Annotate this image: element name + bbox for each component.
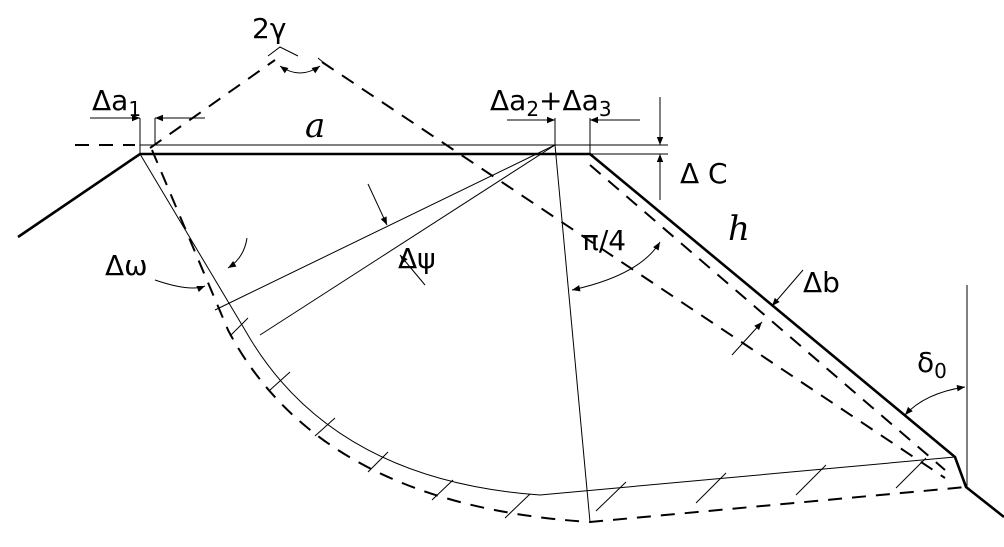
slope-parallel-dashed [589, 164, 946, 471]
radius-line-1 [214, 144, 556, 311]
gamma-bracket [267, 46, 299, 57]
label-h: h [728, 209, 750, 249]
label-a: a [305, 106, 325, 146]
delta-0-arc [904, 385, 966, 416]
gamma-tick [317, 57, 331, 69]
label-delta-a2-a3: Δa2+Δa3 [490, 84, 612, 121]
radius-line-2 [259, 144, 556, 336]
label-delta-b: Δb [803, 266, 840, 299]
delta-omega-arc-2 [227, 237, 248, 269]
label-2-gamma: 2γ [252, 12, 286, 45]
delta-psi-arrow-2 [399, 254, 426, 286]
delta-b-arrow-1 [771, 269, 804, 307]
delta-omega-arc [154, 279, 206, 292]
ground-profile [17, 152, 1004, 519]
gamma-angle-arc [279, 65, 321, 74]
label-delta-psi: Δψ [398, 242, 436, 275]
delta-b-arrow-2 [731, 321, 763, 356]
wedge-dashed-lines [149, 59, 276, 149]
pi-over-4-arc [571, 241, 661, 292]
radius-line-vertical [554, 144, 591, 523]
delta-psi-arrow-1 [367, 183, 388, 226]
label-delta-a1: Δa1 [92, 84, 141, 121]
wedge-dashed-right [321, 61, 946, 479]
label-delta-0: δ0 [917, 346, 947, 383]
label-delta-omega: Δω [105, 249, 148, 282]
slip-surface-solid [139, 153, 956, 496]
slip-surface-dashed [151, 149, 967, 524]
label-pi-over-4: π/4 [582, 224, 626, 257]
label-delta-c: Δ C [680, 157, 728, 190]
slip-hatching [229, 317, 927, 519]
